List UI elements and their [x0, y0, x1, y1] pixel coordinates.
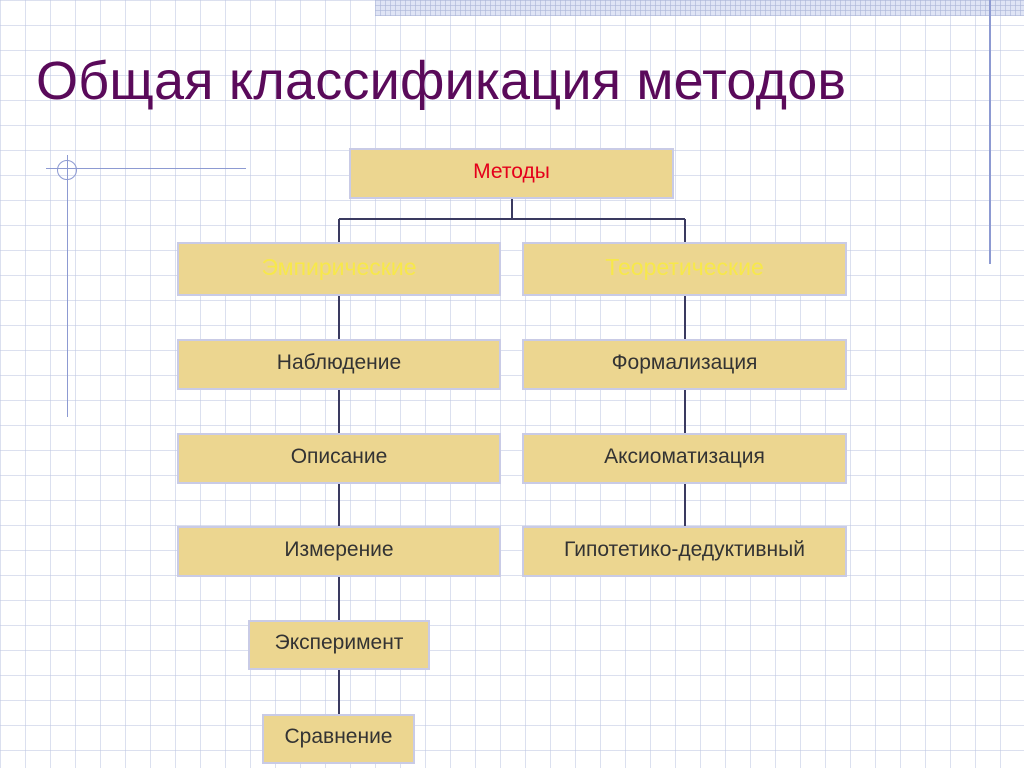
node-observation: Наблюдение	[177, 339, 501, 390]
decorative-circle	[57, 160, 77, 180]
decorative-vertical-line-left	[67, 155, 68, 417]
node-experiment: Эксперимент	[248, 620, 430, 670]
node-hypothetico-deductive: Гипотетико-дедуктивный	[522, 526, 847, 577]
node-axiomatization: Аксиоматизация	[522, 433, 847, 484]
node-theoretical: Теоретические	[522, 242, 847, 296]
node-empirical: Эмпирические	[177, 242, 501, 296]
decorative-horizontal-line-left	[46, 168, 246, 169]
node-description: Описание	[177, 433, 501, 484]
node-comparison: Сравнение	[262, 714, 415, 764]
node-measurement: Измерение	[177, 526, 501, 577]
decorative-vertical-line-right	[989, 0, 991, 264]
page-title: Общая классификация методов	[36, 51, 847, 111]
node-formalization: Формализация	[522, 339, 847, 390]
header-pattern-band	[375, 0, 1024, 16]
node-methods: Методы	[349, 148, 674, 199]
